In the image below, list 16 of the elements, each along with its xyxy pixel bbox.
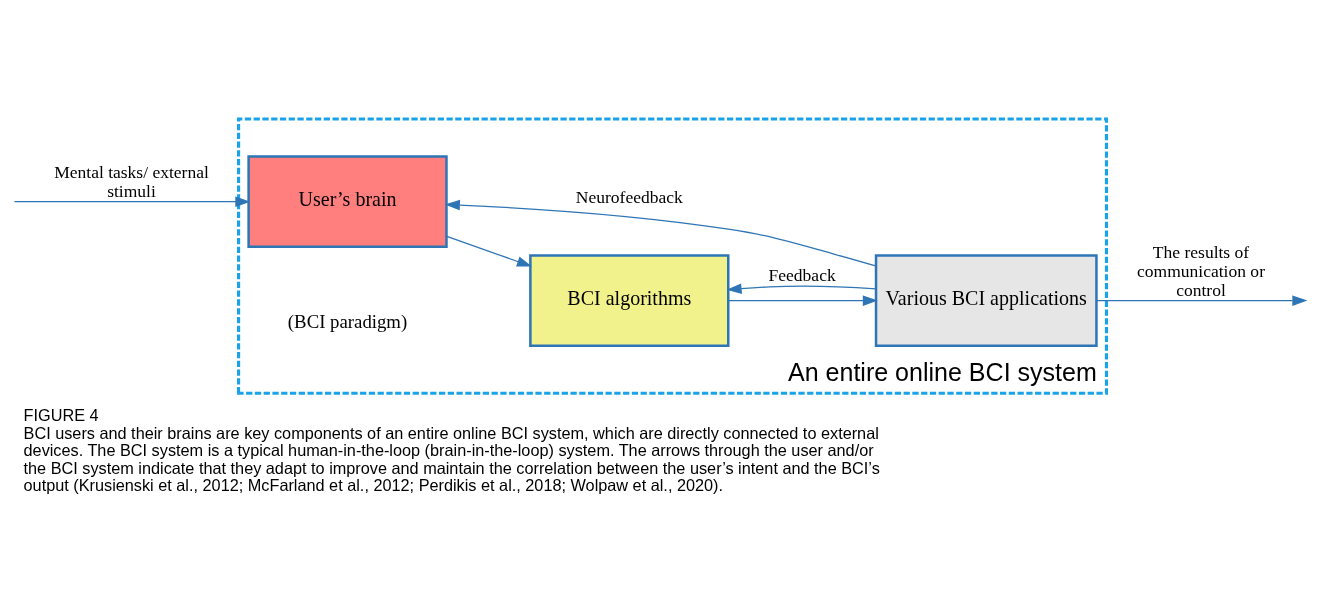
arrow [444,199,877,267]
arrow [727,295,878,306]
caption: BCI users and their brains are key components of an entire online BCI system, which are directly connected to external devices. The BCI system is a typical human-in-the-loop (brain-in-the-loop) system. The arrows through the user and/or the BCI system indicate that they adapt to improve and maintain the correlation between the user’s intent and the BCI’s output (Krusienski et al., 2012; McFarland et al., 2012; Perdikis et al., 2018; Wolpaw et al., 2020). [23,423,880,495]
edge-label: Neurofeedback [575,187,683,208]
arrow [1095,295,1308,306]
arrow [726,283,877,294]
arrow [446,235,532,267]
arrow [13,196,251,207]
diagram-title: FIGURE 4 [23,406,99,425]
edge-label: Mental tasks/ external stimuli [54,162,209,201]
node-box: User’s brain [247,155,448,248]
node-box: Various BCI applications [874,254,1098,347]
edge-label: The results of communication or control [1137,242,1265,300]
label: (BCI paradigm) [287,310,408,332]
edge-label: Feedback [768,264,836,285]
node-box: BCI algorithms [529,254,730,347]
